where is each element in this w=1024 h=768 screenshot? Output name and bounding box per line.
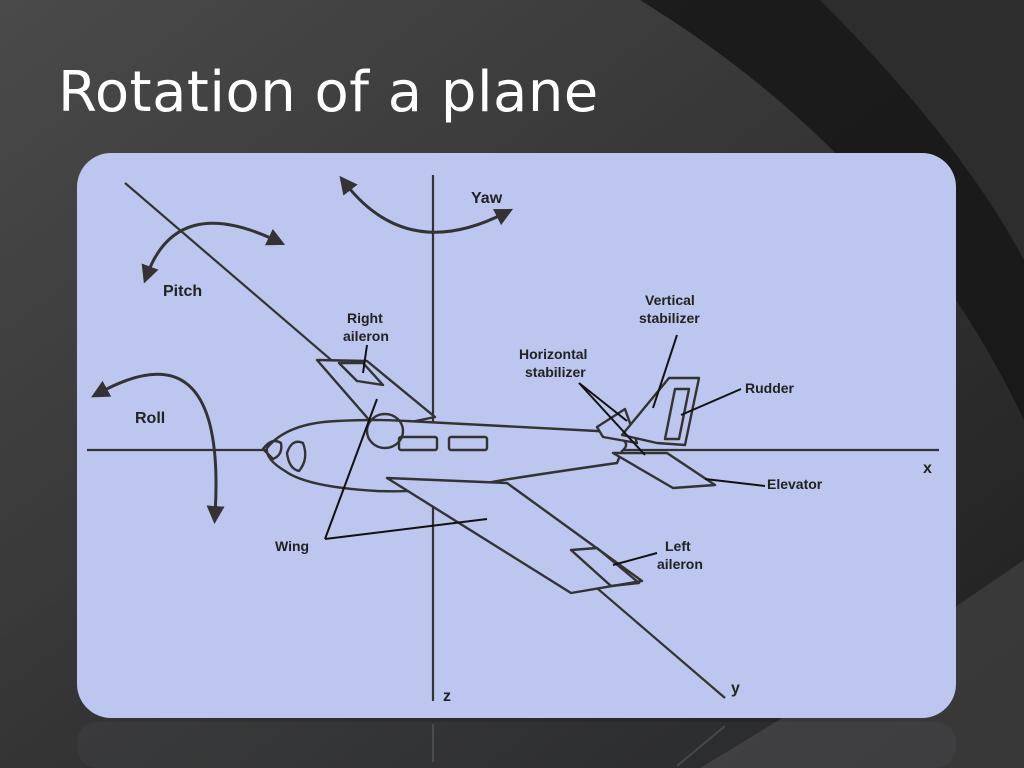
pitch-arrow (141, 221, 286, 284)
x-axis-label: x (923, 460, 932, 477)
y-axis-label: y (731, 680, 740, 697)
canopy (365, 412, 405, 450)
left-aileron-label-line1: Left (665, 538, 691, 554)
yaw-label: Yaw (471, 190, 503, 207)
fuselage (265, 418, 628, 493)
right-wing (315, 358, 437, 431)
horizontal-stabilizer-label-line1: Horizontal (519, 346, 587, 362)
diagram-panel: Yaw Pitch Roll Right aileron Vertical st… (77, 153, 956, 718)
airplane-drawing (261, 358, 717, 595)
nose-cone (261, 439, 283, 461)
vertical-stabilizer-label-line1: Vertical (645, 292, 695, 308)
slide-title: Rotation of a plane (58, 60, 599, 125)
left-aileron (569, 546, 641, 588)
right-aileron-label-line2: aileron (343, 328, 389, 344)
pitch-label: Pitch (163, 283, 202, 300)
yaw-arrow (339, 175, 514, 234)
cabin-window-1 (397, 435, 439, 452)
rudder-surface (663, 387, 691, 441)
horizontal-stabilizer-label-line2: stabilizer (525, 364, 586, 380)
wing-label: Wing (275, 538, 309, 554)
left-aileron-label-line2: aileron (657, 556, 703, 572)
left-wing (385, 476, 644, 595)
z-axis-label: z (443, 688, 451, 705)
roll-label: Roll (135, 410, 165, 427)
roll-arrow (91, 372, 225, 524)
cabin-window-2 (447, 435, 489, 452)
right-aileron (337, 361, 385, 387)
vertical-stabilizer (620, 376, 701, 447)
panel-reflection (77, 722, 956, 768)
vertical-stabilizer-label-line2: stabilizer (639, 310, 700, 326)
elevator-label: Elevator (767, 476, 823, 492)
leader-lines (324, 334, 766, 566)
plane-rotation-diagram: Yaw Pitch Roll Right aileron Vertical st… (77, 153, 956, 718)
elevator-surface (611, 451, 717, 490)
cockpit-window (285, 440, 307, 473)
right-aileron-label-line1: Right (347, 310, 383, 326)
rudder-label: Rudder (745, 380, 795, 396)
